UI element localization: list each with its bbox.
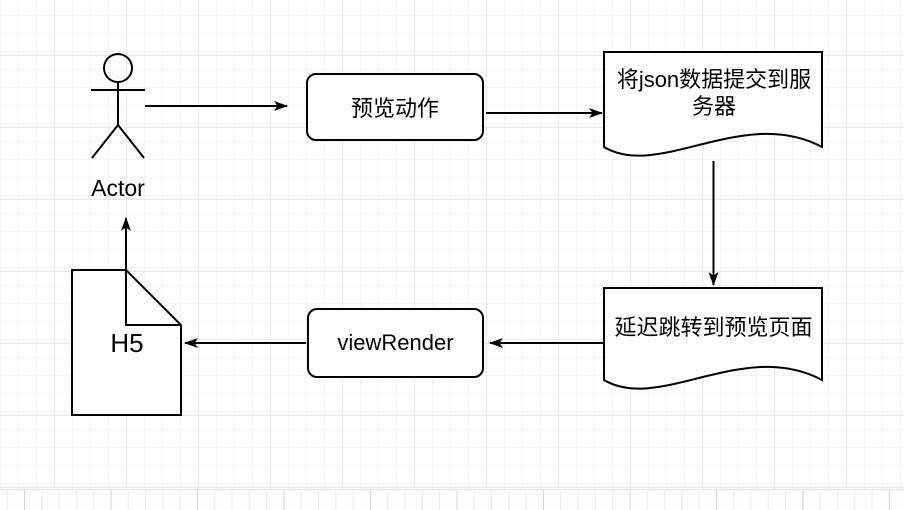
note-shape [71, 269, 182, 416]
node-preview-action-label: 预览动作 [350, 96, 439, 121]
node-submit-json-label: 将json数据提交到服务器 [616, 67, 812, 119]
node-preview-action[interactable]: 预览动作 [306, 73, 484, 141]
actor-head [103, 53, 133, 83]
actor-label: Actor [91, 175, 145, 201]
node-view-render-label: viewRender [337, 330, 454, 355]
node-delay-jump[interactable] [602, 286, 826, 398]
node-h5[interactable] [70, 268, 184, 418]
actor-leg-right [117, 124, 145, 159]
node-h5-label: H5 [110, 328, 144, 358]
bottom-offpage-strip [0, 489, 904, 510]
actor-leg-left [91, 124, 119, 159]
actor-figure[interactable] [88, 52, 148, 162]
document-shape [603, 51, 823, 157]
node-view-render[interactable]: viewRender [307, 308, 484, 378]
node-submit-json[interactable] [602, 50, 826, 164]
document-shape [603, 287, 823, 390]
note-fold-corner [125, 270, 181, 326]
node-delay-jump-label: 延迟跳转到预览页面 [614, 315, 813, 340]
